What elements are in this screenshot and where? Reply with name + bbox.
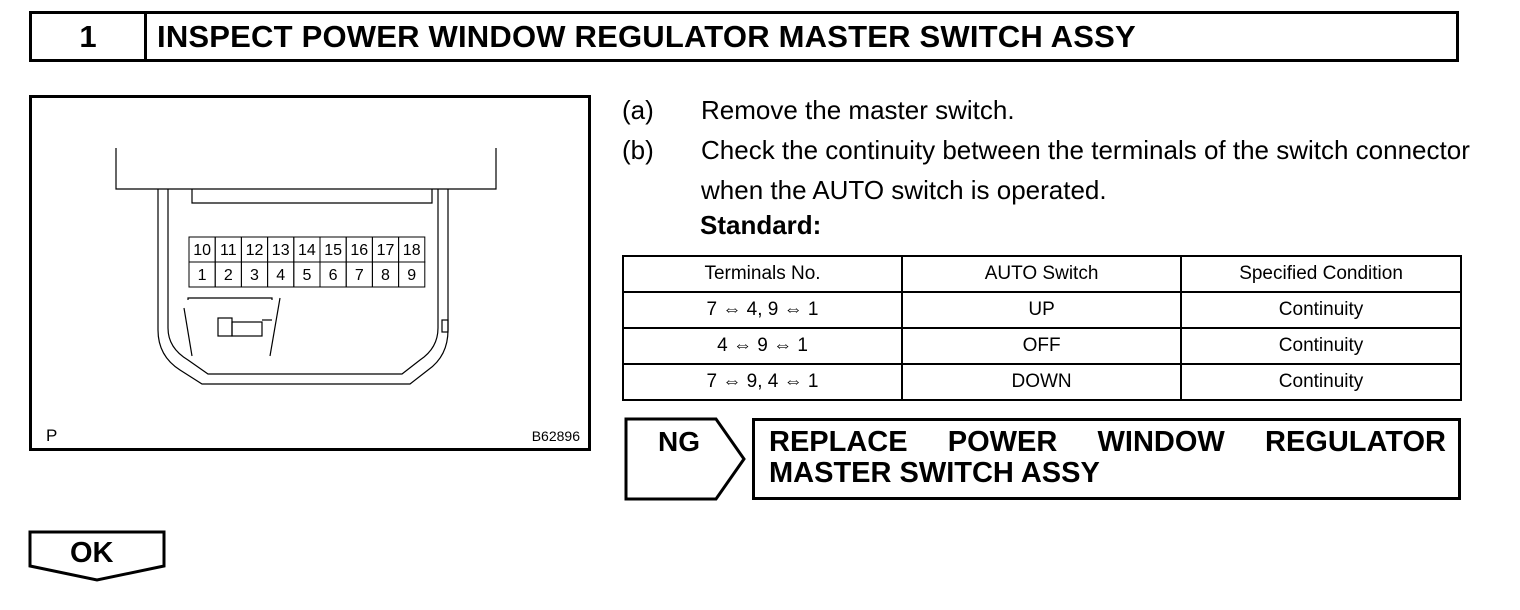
connector-latch [187,297,273,300]
terminal-cell [398,261,426,288]
connector-slot [191,189,433,204]
figure-corner-label: P [46,426,58,445]
step-text: Check the continuity between the termina… [701,135,1470,205]
table-cell: 4 ⇔ 9 ⇔ 1 [621,327,904,365]
table-cell: Continuity [1180,327,1462,365]
column-header: Specified Condition [1180,255,1462,293]
terminal-number: 14 [298,242,316,259]
terminal-number: 9 [407,267,416,284]
continuity-table: Terminals No. AUTO Switch Specified Cond… [621,255,1462,401]
terminal-number: 7 [355,267,364,284]
table-row: 4 ⇔ 9 ⇔ 1 OFF Continuity [621,327,1462,365]
step-b: (b) Check the continuity between the ter… [622,130,1472,210]
step-a: (a) Remove the master switch. [622,90,1472,130]
step-title: INSPECT POWER WINDOW REGULATOR MASTER SW… [157,18,1136,54]
ng-arrow-icon [624,417,746,501]
terminal-number: 13 [272,242,290,259]
terminal-number: 8 [381,267,390,284]
terminal-number: 17 [377,242,395,259]
step-label: (b) [622,135,654,165]
ok-label: OK [70,537,114,569]
step-header: 1 INSPECT POWER WINDOW REGULATOR MASTER … [29,11,1459,62]
terminal-number: 5 [302,267,311,284]
terminal-number: 1 [198,267,207,284]
terminal-number: 16 [350,242,368,259]
terminal-number: 6 [329,267,338,284]
column-header: Terminals No. [621,255,904,293]
ng-label: NG [658,426,700,457]
ok-arrow-icon [28,530,166,582]
instruction-steps: (a) Remove the master switch. (b) Check … [622,90,1472,210]
table-cell: 7 ⇔ 4, 9 ⇔ 1 [621,291,904,329]
ng-action-line: MASTER SWITCH ASSY [769,457,1100,489]
connector-outer-housing [157,189,449,385]
ng-action-box: REPLACE POWER WINDOW REGULATOR MASTER SW… [752,418,1461,500]
step-text: Remove the master switch. [701,95,1015,125]
table-cell: 7 ⇔ 9, 4 ⇔ 1 [621,363,904,401]
terminal-number: 12 [246,242,264,259]
terminal-number: 11 [220,242,237,259]
table-cell: Continuity [1180,363,1462,401]
terminal-number: 15 [324,242,342,259]
table-cell: OFF [901,327,1183,365]
table-cell: UP [901,291,1183,329]
table-cell: DOWN [901,363,1183,401]
terminal-number: 4 [276,267,285,284]
step-number: 1 [32,14,147,59]
terminal-number: 18 [403,242,421,259]
table-row: 7 ⇔ 4, 9 ⇔ 1 UP Continuity [621,291,1462,329]
switch-body-top [115,148,497,190]
ng-action-line: REPLACE POWER WINDOW REGULATOR [769,426,1446,458]
table-header-row: Terminals No. AUTO Switch Specified Cond… [621,255,1462,293]
table-cell: Continuity [1180,291,1462,329]
terminal-number: 2 [224,267,233,284]
standard-label: Standard: [700,210,822,240]
step-label: (a) [622,95,654,125]
figure-id: B62896 [531,428,580,444]
table-row: 7 ⇔ 9, 4 ⇔ 1 DOWN Continuity [621,363,1462,401]
terminal-number: 3 [250,267,259,284]
column-header: AUTO Switch [901,255,1183,293]
terminal-number: 10 [193,242,211,259]
connector-inner-housing [167,189,439,375]
